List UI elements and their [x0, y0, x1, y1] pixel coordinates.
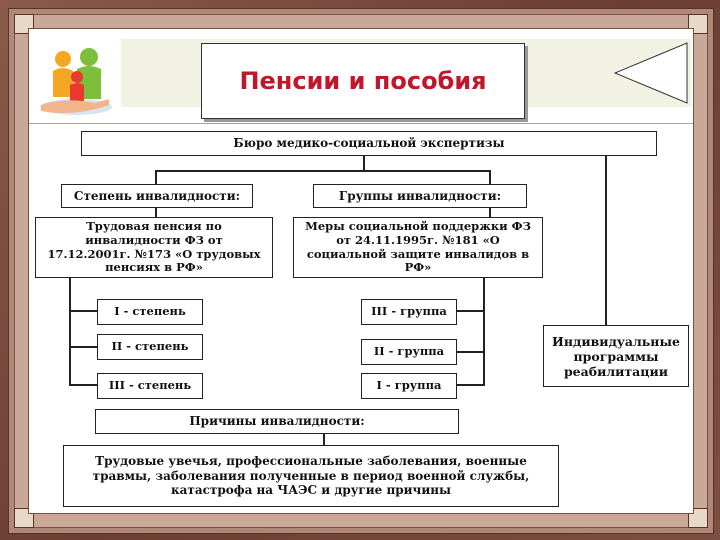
connector [363, 156, 365, 170]
degree-header-box: Степень инвалидности: [61, 184, 253, 208]
connector [155, 170, 157, 184]
group-header-box: Группы инвалидности: [313, 184, 527, 208]
group-3-box: III - группа [361, 299, 457, 325]
connector [69, 346, 97, 348]
arrow-decoration [613, 42, 688, 104]
degree-3-box: III - степень [97, 373, 203, 399]
connector [457, 351, 485, 353]
causes-text-box: Трудовые увечья, профессиональные заболе… [63, 445, 559, 507]
connector [489, 170, 491, 184]
connector [69, 384, 97, 386]
header-divider [29, 123, 693, 124]
support-law-box: Меры социальной поддержки ФЗ от 24.11.19… [293, 217, 543, 278]
connector [69, 277, 71, 385]
degree-1-box: I - степень [97, 299, 203, 325]
pension-law-box: Трудовая пенсия по инвалидности ФЗ от 17… [35, 217, 273, 278]
group-2-box: II - группа [361, 339, 457, 365]
connector [155, 170, 489, 172]
connector [155, 207, 157, 217]
slide-title: Пенсии и пособия [201, 43, 525, 119]
rehab-box: Индивидуальные программы реабилитации [543, 325, 689, 387]
connector [457, 310, 485, 312]
connector [483, 277, 485, 385]
connector [489, 207, 491, 217]
connector [457, 384, 485, 386]
bureau-box: Бюро медико-социальной экспертизы [81, 131, 657, 156]
group-1-box: I - группа [361, 373, 457, 399]
slide-canvas: Пенсии и пособия Бюро медико-социальной … [28, 28, 694, 514]
degree-2-box: II - степень [97, 334, 203, 360]
connector [323, 433, 325, 445]
family-logo-icon [40, 48, 112, 115]
connector [605, 156, 607, 326]
causes-header-box: Причины инвалидности: [95, 409, 459, 434]
connector [69, 310, 97, 312]
